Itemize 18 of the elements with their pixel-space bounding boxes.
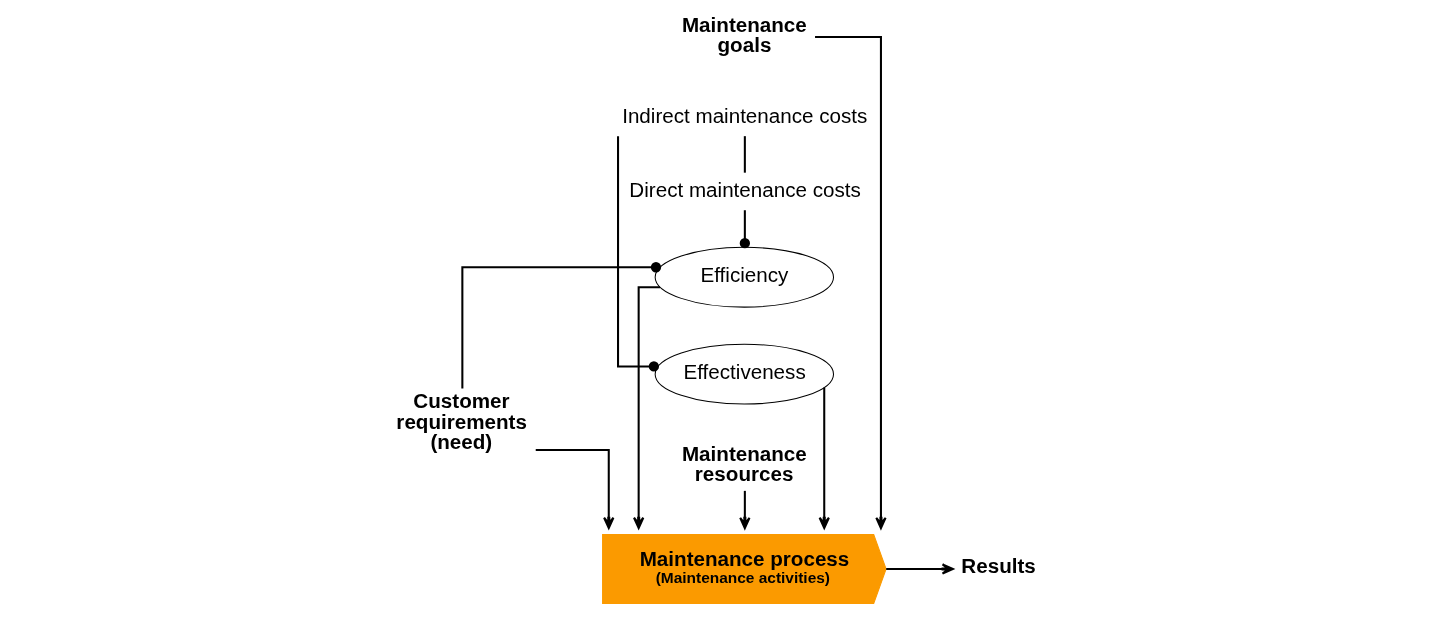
node-text: Maintenance resources bbox=[681, 441, 807, 486]
connector bbox=[739, 210, 750, 249]
node-text: Indirect maintenance costs bbox=[621, 103, 867, 127]
node-text: Direct maintenance costs bbox=[628, 177, 861, 201]
arrow bbox=[738, 490, 750, 530]
node-text: Customer requirements (need) bbox=[395, 389, 527, 454]
node-ellipse: Efficiency bbox=[654, 246, 834, 308]
connector bbox=[616, 136, 659, 372]
connector bbox=[743, 136, 746, 173]
node-text: Maintenance goals bbox=[681, 12, 807, 57]
arrow bbox=[818, 387, 830, 530]
connector bbox=[460, 262, 661, 389]
arrow bbox=[535, 448, 614, 530]
node-ellipse: Effectiveness bbox=[654, 343, 834, 405]
node-text: Results bbox=[960, 554, 1036, 578]
arrow bbox=[814, 36, 887, 530]
arrow bbox=[632, 286, 660, 530]
arrow bbox=[885, 563, 954, 575]
